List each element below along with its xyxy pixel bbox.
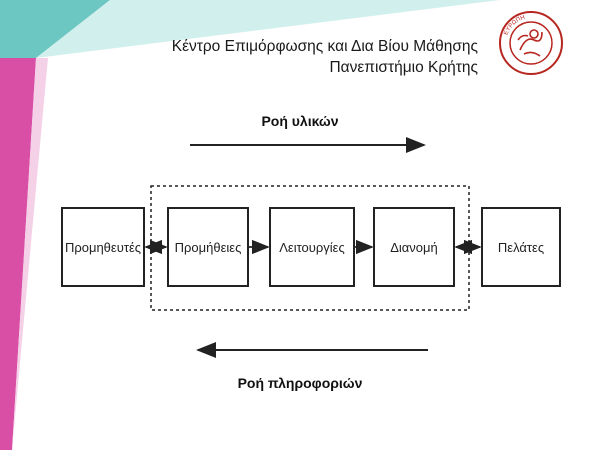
box-distribution-label: Διανομή — [390, 240, 438, 255]
teal-corner-shape — [0, 0, 110, 58]
box-supplies: Προμήθειες — [167, 207, 249, 287]
information-flow-label: Ροή πληροφοριών — [238, 375, 363, 391]
material-flow-label: Ροή υλικών — [261, 113, 338, 129]
header: Κέντρο Επιμόρφωσης και Δια Βίου Μάθησης … — [172, 36, 478, 78]
box-operations: Λειτουργίες — [269, 207, 355, 287]
box-customers-label: Πελάτες — [498, 240, 544, 255]
institute-name: Κέντρο Επιμόρφωσης και Δια Βίου Μάθησης — [171, 38, 478, 55]
university-logo: ΕΥΡΩΠΗ — [499, 11, 563, 75]
box-supplies-label: Προμήθειες — [175, 240, 242, 255]
light-teal-band — [36, 0, 500, 58]
box-customers: Πελάτες — [481, 207, 561, 287]
pink-side-band — [0, 58, 36, 450]
box-operations-label: Λειτουργίες — [279, 240, 345, 255]
light-pink-side-band — [12, 58, 48, 450]
box-suppliers: Προμηθευτές — [61, 207, 145, 287]
box-suppliers-label: Προμηθευτές — [65, 240, 141, 255]
logo-figure-icon — [517, 29, 543, 57]
university-name: Πανεπιστήμιο Κρήτης — [329, 59, 478, 76]
box-distribution: Διανομή — [373, 207, 455, 287]
